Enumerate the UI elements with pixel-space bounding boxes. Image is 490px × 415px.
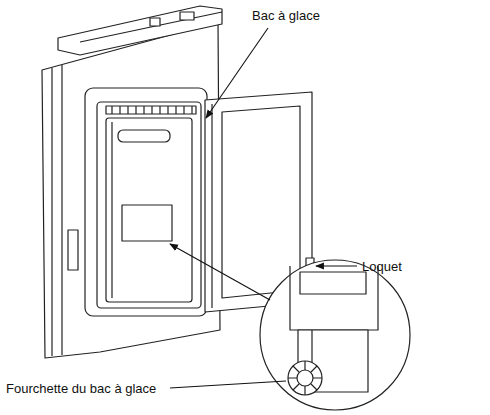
part-label: Fourchette du bac à glace bbox=[6, 381, 156, 396]
door-inner-panel bbox=[222, 106, 300, 298]
bin-detail-outline bbox=[290, 266, 378, 330]
grille bbox=[106, 106, 196, 114]
opening-inner bbox=[97, 102, 201, 308]
leader-line bbox=[316, 265, 357, 266]
leader-line bbox=[206, 28, 268, 118]
leader-line bbox=[170, 381, 286, 388]
opening-frame bbox=[85, 88, 207, 316]
top-edge bbox=[80, 12, 222, 42]
top-button bbox=[180, 12, 194, 20]
bin-detail-slot bbox=[300, 272, 366, 294]
top-button bbox=[150, 18, 160, 26]
part-label: Bac à glace bbox=[252, 8, 320, 23]
cabinet-body bbox=[42, 22, 220, 358]
top-cap bbox=[58, 6, 222, 55]
side-rail bbox=[51, 68, 52, 356]
door-edge bbox=[211, 104, 212, 308]
fork-hub bbox=[297, 370, 313, 386]
fork-teeth bbox=[288, 361, 322, 395]
grille-slats bbox=[112, 106, 192, 114]
bin-edge bbox=[111, 122, 112, 298]
detail-circle bbox=[260, 260, 410, 410]
bin-handle bbox=[118, 130, 170, 142]
ice-bin bbox=[106, 118, 192, 302]
side-rail bbox=[61, 65, 62, 355]
side-hinge bbox=[68, 230, 78, 270]
part-label: Loquet bbox=[362, 259, 402, 274]
leader-line bbox=[170, 244, 270, 300]
fork-gear bbox=[288, 361, 322, 395]
bin-front-panel bbox=[122, 205, 172, 241]
